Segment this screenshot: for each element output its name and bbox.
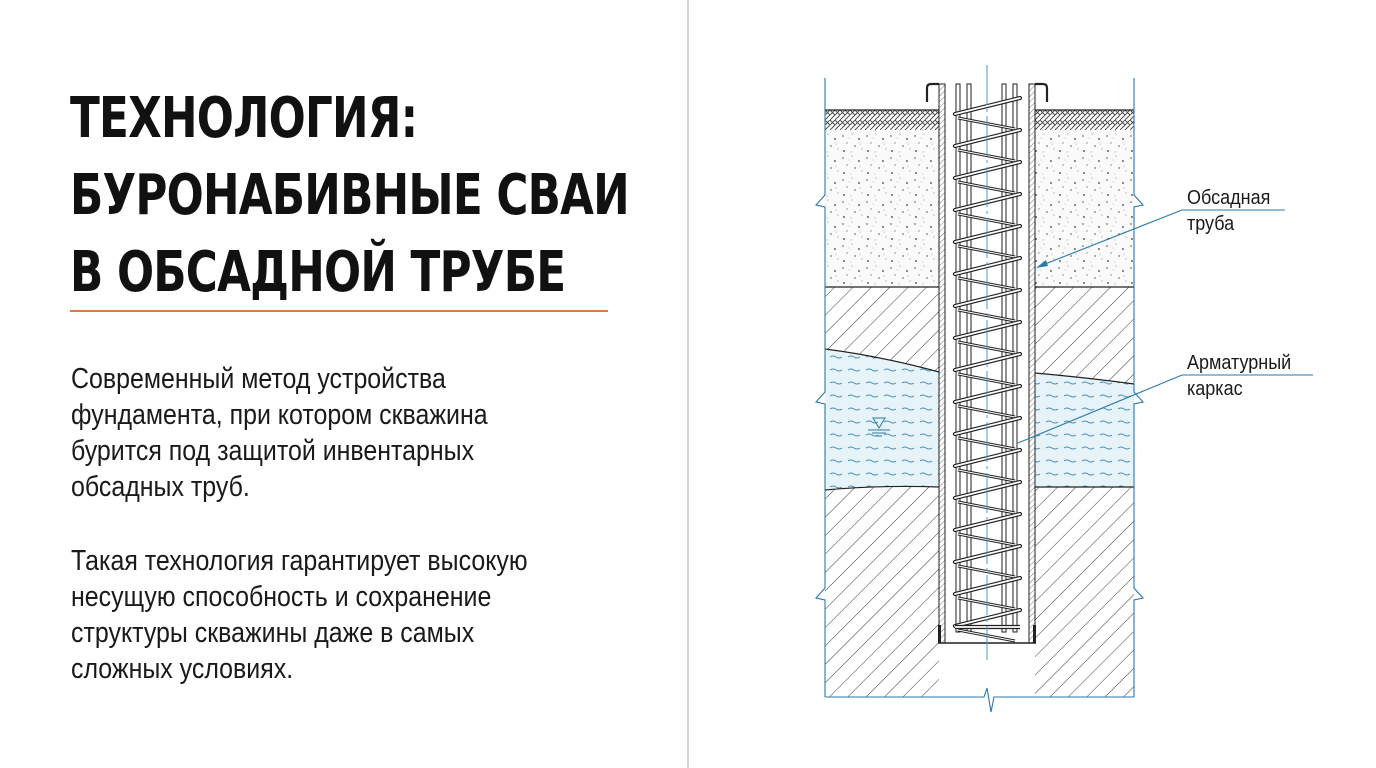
paragraph-line: структуры скважины даже в самых: [71, 617, 475, 649]
label-line: Обсадная: [1187, 187, 1271, 209]
paragraph-line: Современный метод устройства: [71, 363, 446, 395]
title-line: В ОБСАДНОЙ ТРУБЕ: [70, 240, 566, 305]
drawing-border: [814, 78, 1145, 713]
arrow-icon: [1036, 260, 1048, 268]
text-panel: ТЕХНОЛОГИЯ: БУРОНАБИВНЫЕ СВАИ В ОБСАДНОЙ…: [0, 0, 687, 768]
paragraph-line: бурится под защитой инвентарных: [71, 435, 475, 467]
paragraph-line: Такая технология гарантирует высокую: [71, 545, 528, 577]
casing-pipe: [925, 82, 1049, 644]
soil-layers: [824, 109, 1135, 697]
paragraph-line: обсадных труб.: [71, 471, 250, 503]
water-level-icon: [868, 417, 890, 437]
label-line: каркас: [1187, 378, 1243, 400]
paragraph-benefits: Такая технология гарантирует высокую нес…: [71, 543, 621, 687]
paragraph-line: несущую способность и сохранение: [71, 581, 492, 613]
paragraph-intro: Современный метод устройства фундамента,…: [71, 361, 621, 505]
slide-title: ТЕХНОЛОГИЯ: БУРОНАБИВНЫЕ СВАИ В ОБСАДНОЙ…: [70, 80, 630, 311]
paragraph-line: фундамента, при котором скважина: [71, 399, 488, 431]
title-line: ТЕХНОЛОГИЯ:: [70, 86, 418, 151]
leader-lines: [1017, 209, 1313, 444]
label-line: труба: [1187, 213, 1235, 235]
label-line: Арматурный: [1187, 352, 1292, 374]
title-line: БУРОНАБИВНЫЕ СВАИ: [70, 163, 630, 228]
label-casing: Обсадная труба: [1187, 186, 1270, 236]
paragraph-line: сложных условиях.: [71, 653, 294, 685]
label-cage: Арматурный каркас: [1187, 351, 1291, 401]
accent-rule: [70, 310, 608, 312]
vertical-divider: [687, 0, 689, 768]
